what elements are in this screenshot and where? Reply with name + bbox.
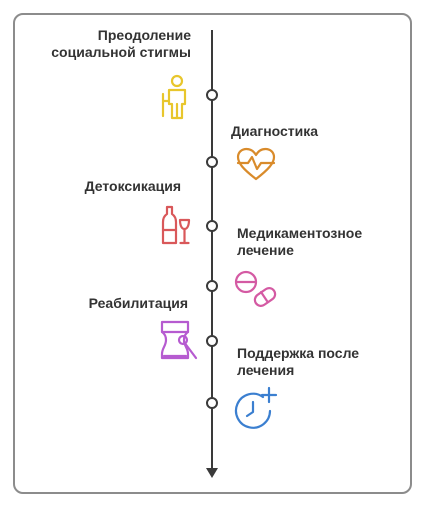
rehab-icon	[160, 320, 198, 360]
step-6-label-line2: лечения	[237, 362, 295, 378]
timeline-node-6	[206, 397, 218, 409]
step-1-label-line1: Преодоление	[97, 27, 191, 43]
timeline-node-1	[206, 89, 218, 101]
step-3-label-line1: Детоксикация	[84, 178, 181, 194]
step-3-label: Детоксикация	[85, 178, 181, 195]
timeline-node-3	[206, 220, 218, 232]
pills-icon	[234, 270, 277, 307]
step-1-label: Преодоление социальной стигмы	[51, 27, 191, 61]
timeline-node-4	[206, 280, 218, 292]
clock-plus-icon	[234, 386, 278, 429]
step-4-label-line1: Медикаментозное	[237, 225, 363, 241]
timeline-node-2	[206, 156, 218, 168]
bottle-glass-icon	[161, 205, 191, 245]
step-2-label: Диагностика	[231, 123, 318, 140]
timeline-axis	[211, 30, 213, 470]
step-4-label-line2: лечение	[237, 242, 294, 258]
step-6-label: Поддержка после лечения	[237, 345, 359, 379]
timeline-arrow	[206, 468, 218, 478]
step-1-label-line2: социальной стигмы	[51, 44, 191, 60]
step-4-label: Медикаментозное лечение	[237, 225, 362, 259]
heart-pulse-icon	[236, 147, 276, 181]
timeline-node-5	[206, 335, 218, 347]
person-icon	[161, 74, 187, 120]
step-6-label-line1: Поддержка после	[237, 345, 360, 361]
step-5-label-line1: Реабилитация	[88, 295, 188, 311]
step-5-label: Реабилитация	[89, 295, 188, 312]
step-2-label-line1: Диагностика	[231, 123, 319, 139]
